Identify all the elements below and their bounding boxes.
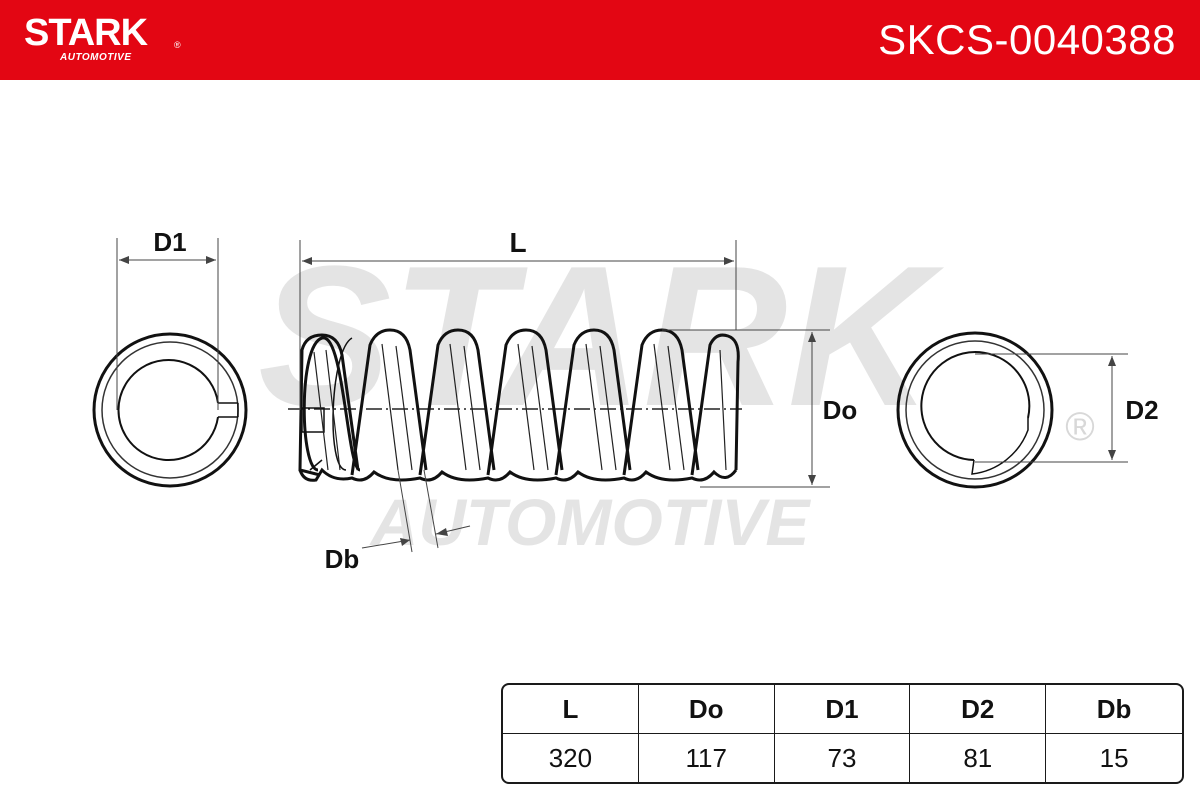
label-d2: D2 (1125, 395, 1158, 425)
spring-technical-drawing: STARK AUTOMOTIVE ® D1 L (92, 225, 1159, 574)
watermark-registered-mark: ® (1065, 405, 1094, 449)
spec-value-do: 117 (639, 734, 775, 782)
label-l: L (509, 227, 526, 258)
spec-header-l: L (503, 685, 639, 734)
left-end-view: D1 (92, 227, 248, 488)
spec-value-db: 15 (1099, 742, 1129, 773)
watermark: STARK AUTOMOTIVE ® (258, 225, 1095, 559)
spec-value-d1: 73 (775, 734, 911, 782)
part-number: SKCS-0040388 (878, 16, 1176, 63)
right-end-view: D2 (896, 331, 1159, 489)
spring-side-view: L Do Db (288, 227, 857, 574)
spec-header-d2: D2 (910, 685, 1047, 734)
spec-value-d2: 81 (910, 734, 1047, 782)
watermark-subtitle: AUTOMOTIVE (369, 485, 812, 559)
spec-value-l: 320 (503, 734, 639, 782)
stark-logo: STARK AUTOMOTIVE ® (24, 12, 181, 63)
spec-table-value-row: 320 117 73 81 15 (503, 734, 1182, 782)
spec-header-do: Do (638, 685, 775, 734)
label-d1: D1 (153, 227, 186, 257)
header-bar: STARK AUTOMOTIVE ® SKCS-0040388 (0, 0, 1200, 80)
label-do: Do (823, 395, 858, 425)
logo-subtitle: AUTOMOTIVE (60, 52, 132, 63)
spec-table-header-row: L Do D1 D2 Db (503, 685, 1182, 734)
watermark-brand: STARK (258, 225, 945, 448)
logo-brand: STARK (24, 12, 148, 54)
spec-table: L Do D1 D2 Db 320 117 73 81 15 (501, 683, 1184, 784)
logo-registered-mark: ® (174, 40, 181, 50)
spec-header-d1: D1 (774, 685, 911, 734)
label-db: Db (325, 544, 360, 574)
spec-header-db: Db (1046, 685, 1182, 734)
